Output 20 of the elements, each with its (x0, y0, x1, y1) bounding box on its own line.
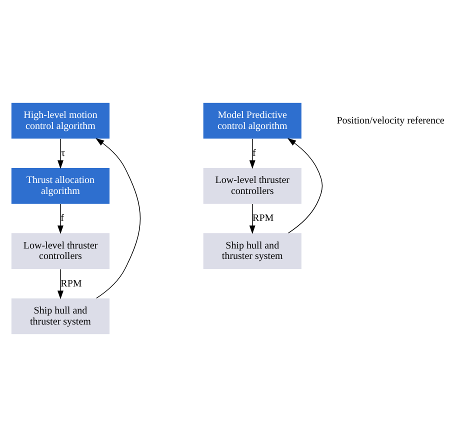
edge-label: f (60, 213, 64, 224)
node-box: Ship hull and thruster system (11, 298, 110, 334)
label: Position/velocity reference (336, 115, 444, 126)
edge-label: RPM (252, 213, 274, 224)
edge-label: f (252, 148, 256, 159)
node-box: Model Predictive control algorithm (203, 102, 302, 139)
arrow (96, 138, 141, 299)
arrow (249, 138, 256, 169)
arrow (57, 138, 64, 169)
node-box: High-level motion control algorithm (11, 102, 110, 139)
edge-label: RPM (60, 278, 82, 290)
arrow (57, 268, 64, 300)
node-box: Low-level thruster controllers (11, 233, 110, 269)
arrow (57, 204, 64, 234)
node-box: Ship hull and thruster system (203, 233, 302, 269)
arrow (249, 204, 256, 234)
arrow (287, 138, 323, 234)
edge-label: τ (60, 148, 66, 159)
node-box: Low-level thruster controllers (203, 168, 302, 204)
node-box: Thrust allocation algorithm (11, 168, 110, 204)
